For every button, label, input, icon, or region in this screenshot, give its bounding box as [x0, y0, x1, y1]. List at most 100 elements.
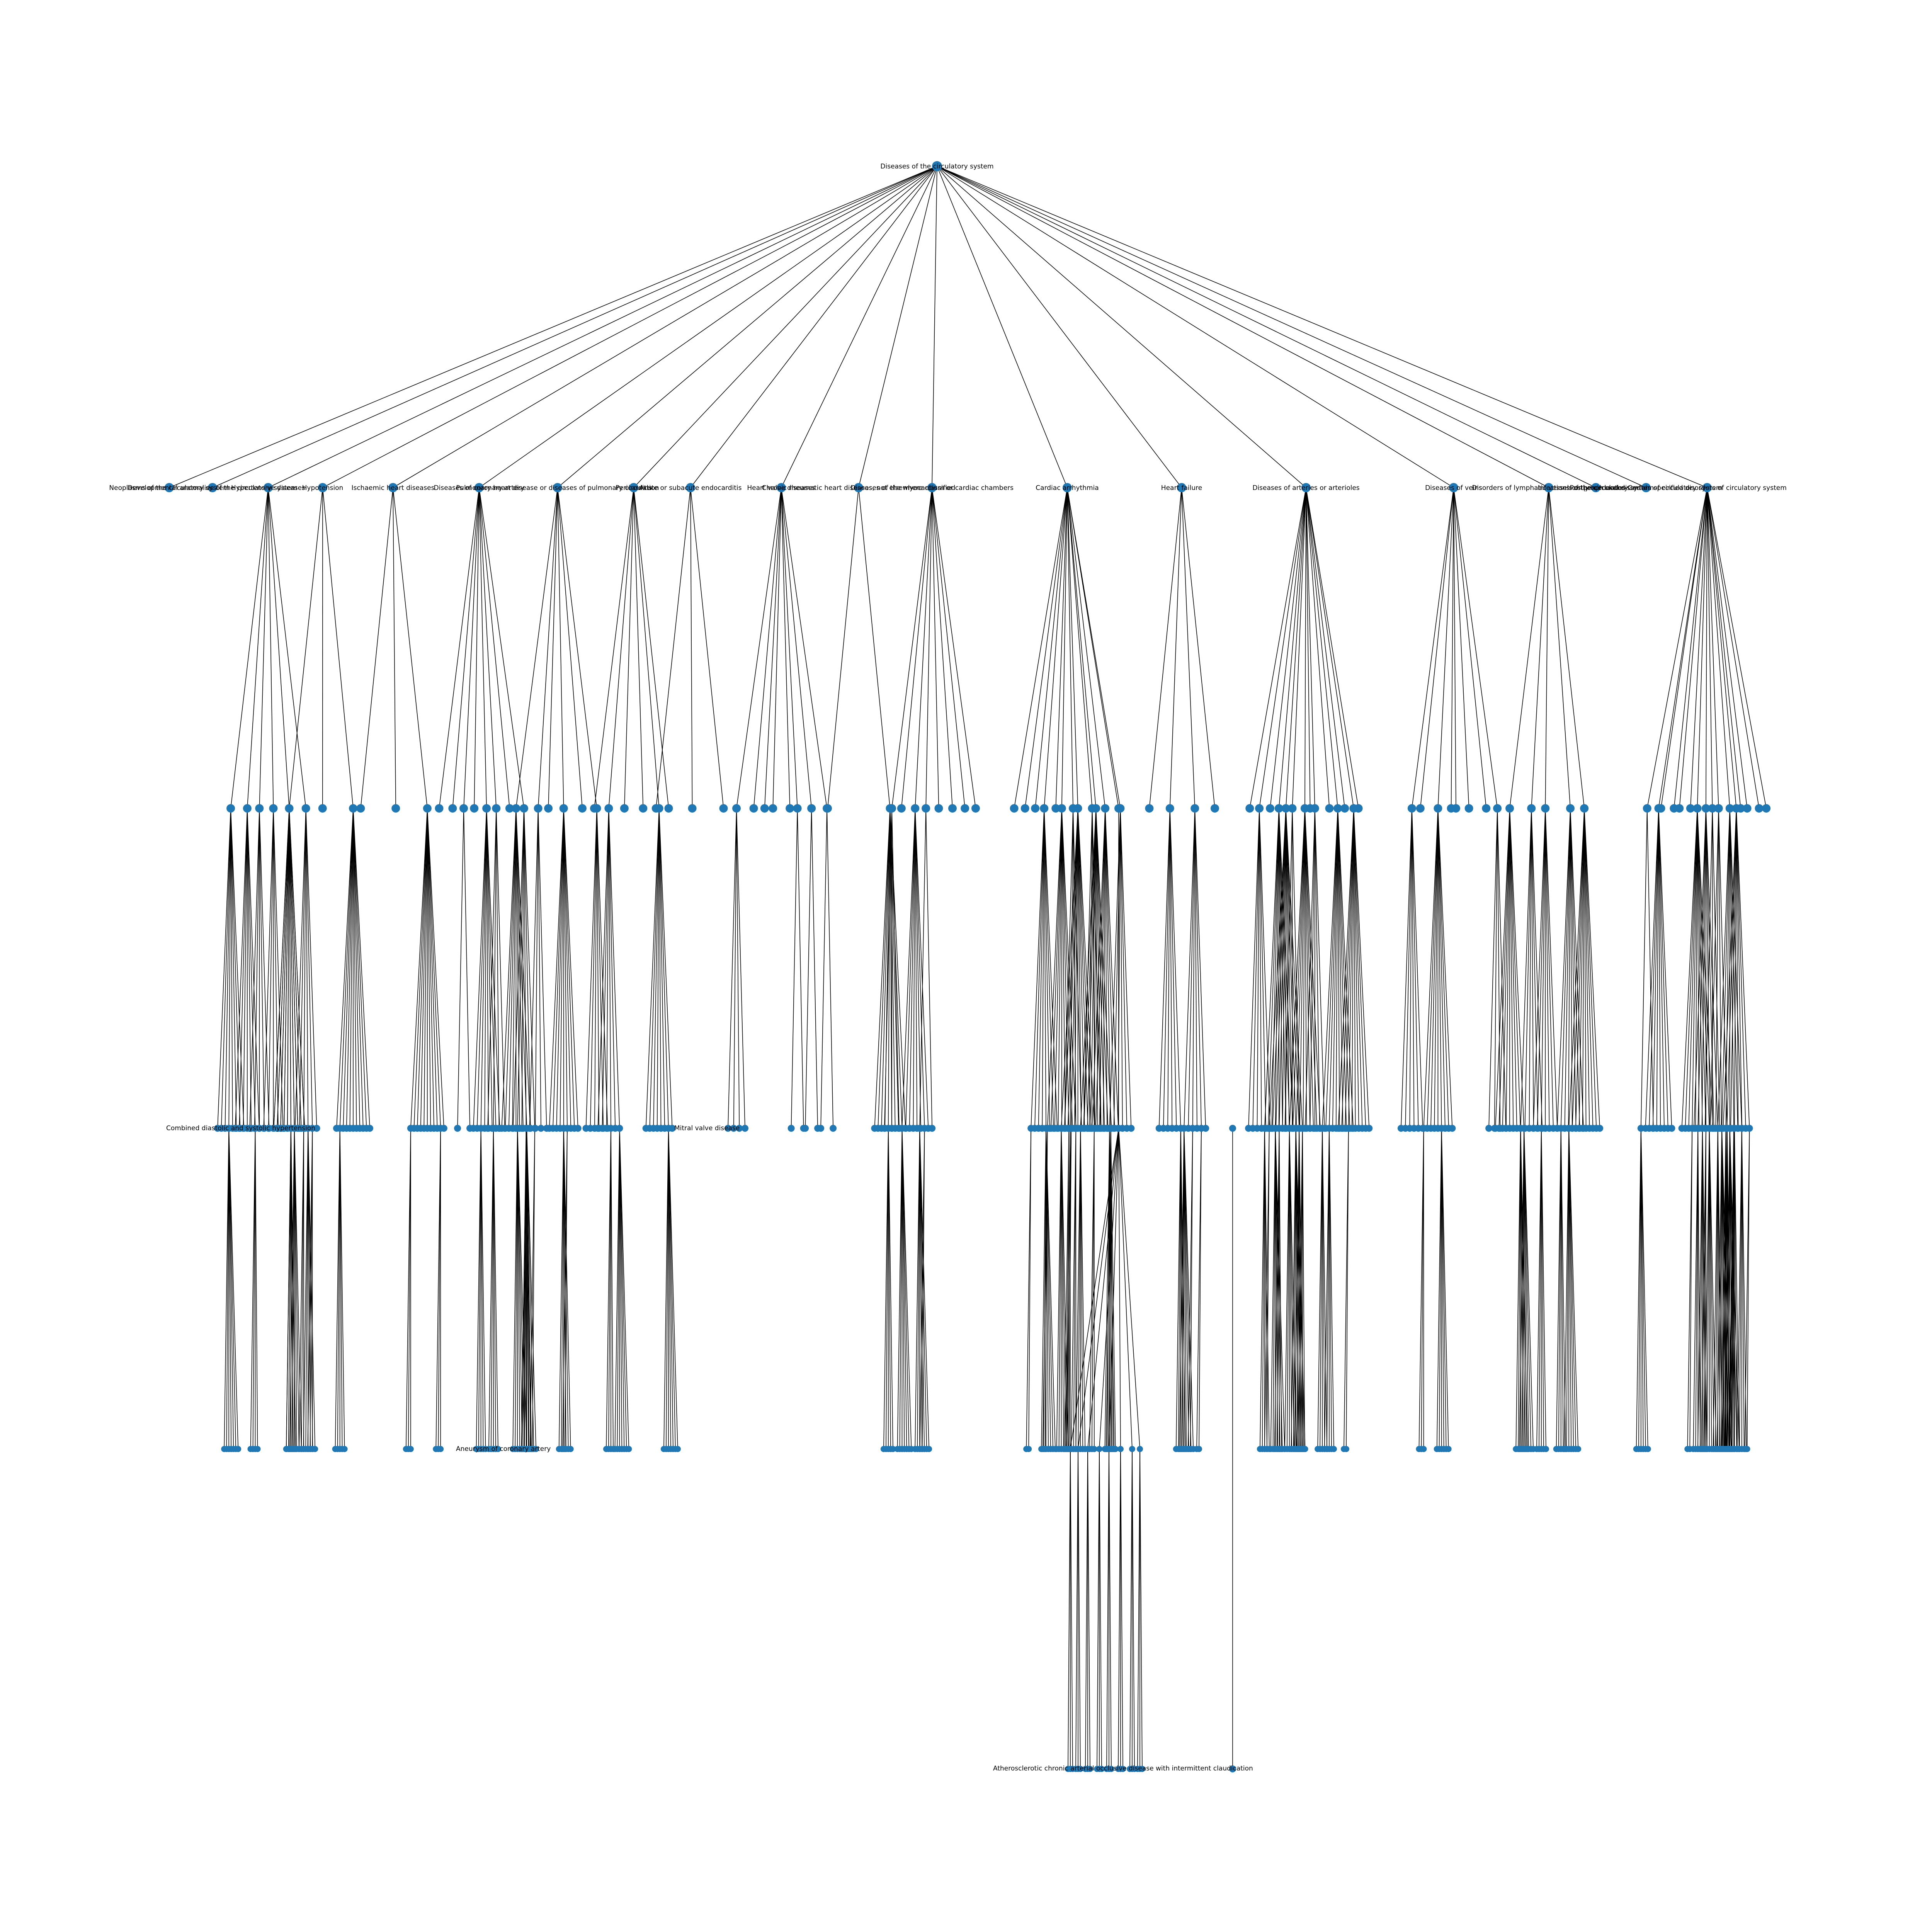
detail-node — [1449, 1125, 1456, 1132]
tree-edge — [1107, 1128, 1110, 1449]
category-label: Infections of the circulatory system — [1538, 484, 1654, 492]
tree-edge — [1169, 808, 1181, 1129]
tree-edge — [1259, 487, 1306, 809]
leaf-node — [1702, 1446, 1709, 1452]
tree-edge — [1536, 1128, 1542, 1449]
tree-edge — [228, 808, 231, 1129]
tree-edge — [353, 808, 364, 1129]
subcategory-node — [1714, 804, 1723, 813]
tree-edge — [280, 808, 290, 1129]
tree-edge — [1557, 808, 1571, 1129]
tree-edge — [1315, 808, 1320, 1129]
tree-edge — [1169, 808, 1177, 1129]
leaf-node — [1087, 1766, 1093, 1772]
tree-edge — [413, 808, 428, 1129]
tree-edge — [1055, 487, 1068, 809]
tree-edge — [585, 808, 597, 1129]
tree-edge — [1709, 1128, 1714, 1449]
tree-edge — [305, 808, 313, 1129]
tree-edge — [1304, 808, 1307, 1129]
tree-edge — [360, 487, 393, 809]
tree-edge — [619, 1128, 622, 1449]
tree-edge — [427, 808, 434, 1129]
tree-edge — [797, 808, 804, 1129]
tree-edge — [1688, 808, 1698, 1129]
leaf-node — [674, 1446, 681, 1452]
tree-edge — [1721, 808, 1730, 1129]
tree-edge — [1646, 808, 1654, 1129]
leaf-node — [1445, 1446, 1452, 1452]
tree-edge — [597, 808, 609, 1129]
leaf-label: Aneurysm of coronary artery — [456, 1445, 551, 1453]
subcategory-node — [318, 804, 327, 813]
tree-edge — [1640, 1128, 1644, 1449]
detail-node — [260, 1125, 267, 1132]
subcategory-node — [897, 804, 906, 813]
tree-edge — [517, 808, 524, 1129]
tree-edge — [937, 166, 1596, 488]
tree-edge — [1736, 1128, 1742, 1449]
subcategory-node — [1708, 804, 1717, 813]
tree-edge — [1494, 808, 1498, 1129]
tree-edge — [655, 487, 691, 809]
tree-edge — [1437, 808, 1442, 1129]
tree-edge — [937, 166, 1708, 488]
tree-edge — [476, 1128, 481, 1449]
tree-edge — [1292, 487, 1306, 809]
tree-edge — [1099, 1449, 1102, 1769]
tree-edge — [230, 808, 233, 1129]
tree-edge — [1715, 1128, 1718, 1449]
tree-edge — [901, 1128, 905, 1449]
tree-edge — [1509, 808, 1517, 1129]
tree-edge — [891, 487, 932, 809]
subcategory-node — [1281, 804, 1290, 813]
tree-edge — [633, 166, 937, 488]
tree-edge — [1090, 808, 1097, 1129]
subcategory-node — [934, 804, 943, 813]
tree-edge — [633, 487, 669, 809]
leaf-node — [1077, 1766, 1083, 1772]
subcategory-node — [664, 804, 673, 813]
tree-edge — [230, 808, 241, 1129]
subcategory-node — [1482, 804, 1491, 813]
tree-edge — [1181, 487, 1215, 809]
tree-edge — [1706, 808, 1711, 1129]
tree-edge — [417, 808, 428, 1129]
detail-node — [742, 1125, 749, 1132]
tree-edge — [517, 1128, 525, 1449]
tree-edge — [1509, 808, 1521, 1129]
subcategory-node — [786, 804, 794, 813]
tree-edge — [1541, 1128, 1544, 1449]
tree-edge — [781, 487, 798, 809]
tree-edge — [289, 487, 323, 809]
tree-edge — [658, 808, 669, 1129]
tree-edge — [1058, 1128, 1062, 1449]
subcategory-node — [1245, 804, 1254, 813]
tree-edge — [1061, 1128, 1069, 1449]
tree-edge — [254, 808, 260, 1129]
tree-edge — [1707, 487, 1748, 809]
leaf-node — [1187, 1446, 1194, 1452]
tree-edge — [1548, 487, 1585, 809]
tree-edge — [259, 808, 270, 1129]
subcategory-node — [793, 804, 802, 813]
tree-edge — [728, 808, 737, 1129]
tree-edge — [1572, 808, 1585, 1129]
subcategory-node — [1505, 804, 1514, 813]
tree-edge — [1103, 808, 1105, 1129]
tree-edge — [1495, 808, 1510, 1129]
tree-edge — [1109, 1128, 1119, 1449]
tree-edge — [624, 487, 634, 809]
tree-edge — [488, 1128, 494, 1449]
tree-edge — [1640, 808, 1648, 1129]
tree-edge — [530, 1128, 535, 1449]
detail-node — [537, 1125, 545, 1132]
tree-edge — [919, 808, 926, 1129]
tree-edge — [427, 808, 441, 1129]
subcategory-node — [1493, 804, 1502, 813]
tree-edge — [393, 166, 937, 488]
tree-edge — [289, 808, 298, 1129]
leaf-node — [1139, 1766, 1145, 1772]
leaf-node — [1129, 1446, 1135, 1452]
subcategory-node — [423, 804, 432, 813]
